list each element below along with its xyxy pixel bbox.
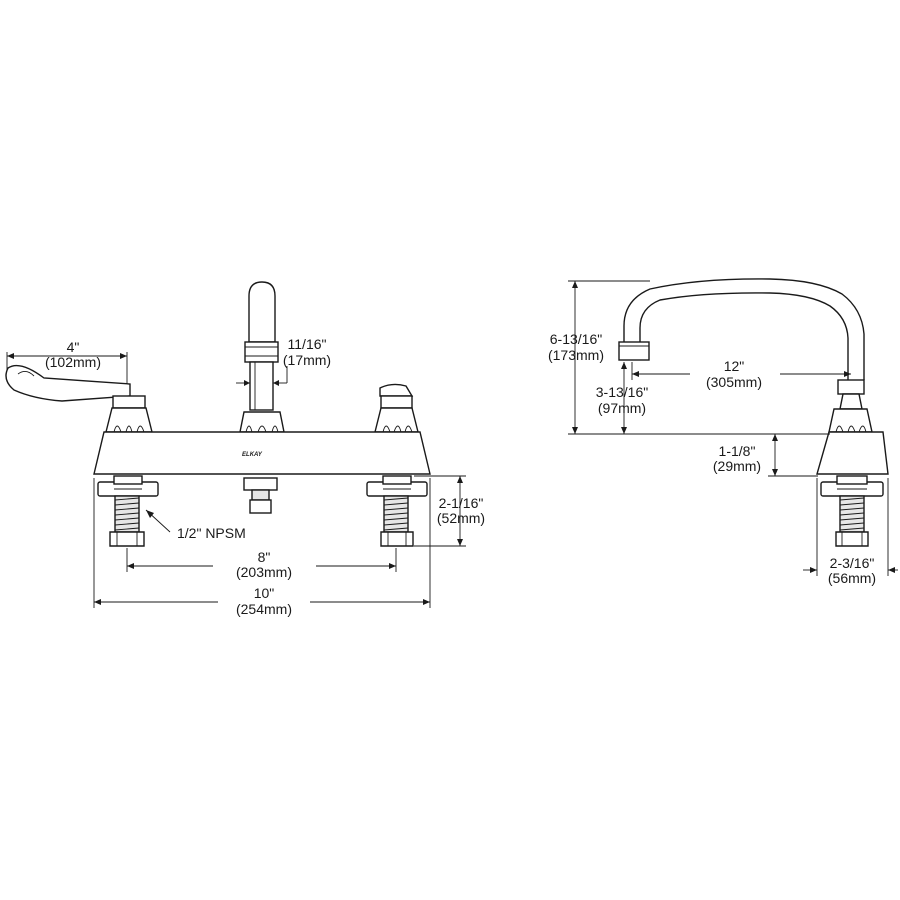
handle-width-mm: (102mm) — [45, 354, 101, 370]
thread-label: 1/2" NPSM — [177, 525, 246, 541]
dimension-spout-base: 11/16" (17mm) — [236, 336, 331, 390]
spout-base-inch: 11/16" — [288, 336, 327, 352]
dimension-deck-height: 1-1/8" (29mm) — [713, 434, 818, 477]
dimension-spout-reach: 12" (305mm) — [631, 358, 851, 390]
side-view: 6-13/16" (173mm) 12" (305mm) 3-13/16" (9… — [548, 278, 898, 586]
deck-height-inch: 1-1/8" — [719, 443, 756, 459]
overall-width-mm: (254mm) — [236, 601, 292, 617]
spout-reach-inch: 12" — [724, 358, 745, 374]
dimension-shank-height: 2-1/16" (52mm) — [414, 475, 485, 547]
spout-riser — [239, 281, 285, 433]
spout-clearance-mm: (97mm) — [598, 400, 646, 416]
right-handle — [374, 383, 419, 433]
dimension-spout-height: 6-13/16" (173mm) — [548, 280, 830, 435]
side-valve-body — [816, 379, 889, 475]
left-shank — [97, 475, 159, 547]
handle-width-inch: 4" — [67, 339, 80, 355]
base-depth-inch: 2-3/16" — [830, 555, 875, 571]
deck-height-mm: (29mm) — [713, 458, 761, 474]
callout-thread: 1/2" NPSM — [145, 509, 246, 541]
brand-logo: ELKAY — [242, 452, 263, 458]
dimension-overall-width: 10" (254mm) — [93, 478, 431, 617]
center-shank — [243, 477, 278, 514]
right-shank — [366, 475, 428, 547]
dimension-centers: 8" (203mm) — [126, 548, 397, 580]
centers-mm: (203mm) — [236, 564, 292, 580]
overall-width-inch: 10" — [254, 585, 275, 601]
side-shank — [820, 475, 884, 547]
centers-inch: 8" — [258, 549, 271, 565]
spout-reach-mm: (305mm) — [706, 374, 762, 390]
spout-height-inch: 6-13/16" — [550, 331, 602, 347]
spout-base-mm: (17mm) — [283, 352, 331, 368]
base-depth-mm: (56mm) — [828, 570, 876, 586]
dimension-base-depth: 2-3/16" (56mm) — [803, 478, 898, 586]
shank-height-inch: 2-1/16" — [439, 495, 484, 511]
left-handle — [5, 364, 153, 433]
dimension-spout-clearance: 3-13/16" (97mm) — [596, 362, 648, 434]
spout-tube — [618, 278, 865, 380]
dimension-handle-width: 4" (102mm) — [6, 339, 128, 384]
shank-height-mm: (52mm) — [437, 510, 485, 526]
spout-height-mm: (173mm) — [548, 347, 604, 363]
front-view: ELKAY — [5, 281, 485, 617]
deck-plate: ELKAY — [93, 431, 431, 475]
spout-clearance-inch: 3-13/16" — [596, 384, 648, 400]
